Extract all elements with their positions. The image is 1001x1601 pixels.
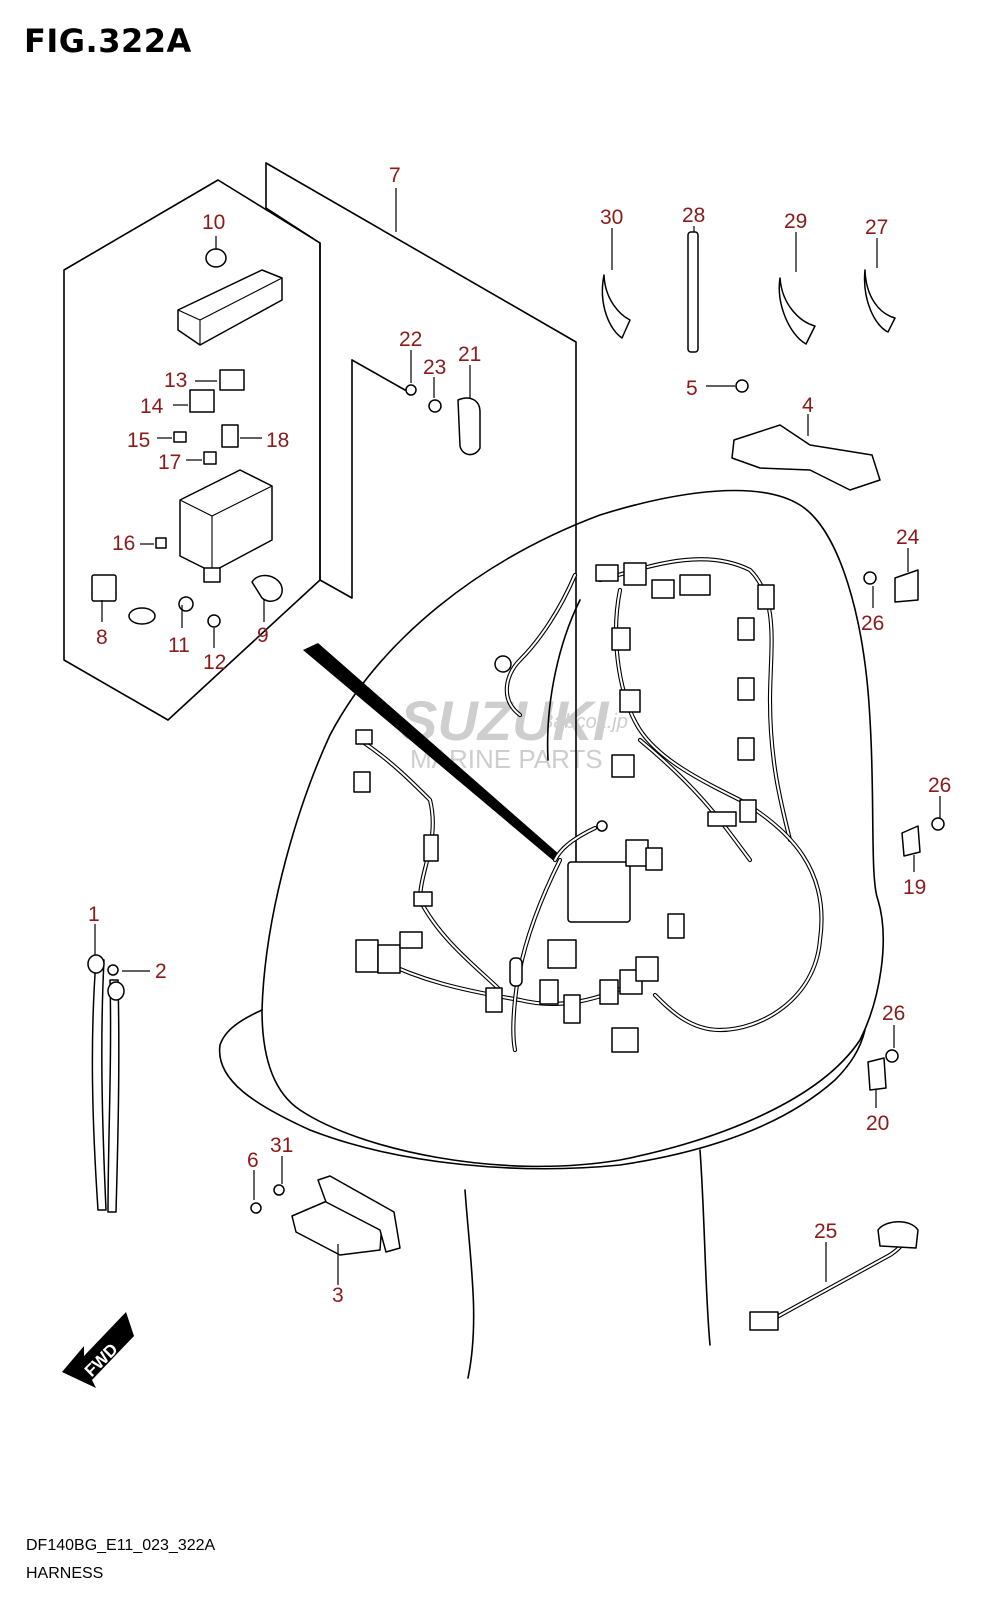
figure-title: FIG.322A [24, 22, 192, 60]
callout-27: 27 [865, 216, 888, 239]
fwd-arrow: FWD [62, 1312, 134, 1388]
harness-connectors [353, 562, 775, 1053]
engine-cover [218, 489, 884, 1379]
callout-15: 15 [127, 429, 150, 452]
callout-16: 16 [112, 532, 135, 555]
callout-3: 3 [332, 1284, 344, 1307]
callout-2: 2 [155, 960, 167, 983]
callout-14: 14 [140, 395, 164, 418]
callout-4: 4 [802, 394, 814, 417]
callout-8: 8 [96, 626, 108, 649]
callout-5: 5 [686, 377, 698, 400]
watermark: SUZUKI MARINE PARTS Babcox.jp [400, 689, 628, 774]
callout-1: 1 [88, 903, 100, 926]
callout-26b: 26 [928, 774, 951, 797]
callout-30: 30 [600, 206, 623, 229]
watermark-brand: SUZUKI [400, 689, 610, 752]
callout-7: 7 [389, 164, 401, 187]
callout-26c: 26 [882, 1002, 905, 1025]
figure-code: DF140BG_E11_023_322A [26, 1537, 216, 1554]
callout-18: 18 [266, 429, 289, 452]
fuse-box-group [91, 248, 283, 628]
callout-12: 12 [203, 651, 226, 674]
watermark-site: Babcox.jp [540, 711, 628, 733]
callout-31: 31 [270, 1134, 293, 1157]
callout-21: 21 [458, 343, 481, 366]
callout-28: 28 [682, 204, 705, 227]
figure-name: HARNESS [26, 1565, 104, 1582]
callout-20: 20 [866, 1112, 889, 1135]
callout-19: 19 [903, 876, 926, 899]
callout-9: 9 [257, 624, 269, 647]
leader-wedge [303, 643, 560, 862]
callout-25: 25 [814, 1220, 837, 1243]
callout-11: 11 [168, 634, 190, 657]
loose-parts [87, 231, 945, 1331]
callout-29: 29 [784, 210, 807, 233]
leader-lines [94, 188, 941, 1285]
callout-26a: 26 [861, 612, 884, 635]
group-bracket-lines [63, 162, 577, 873]
callout-10: 10 [202, 211, 225, 234]
callout-24: 24 [896, 526, 920, 549]
callout-23: 23 [423, 356, 446, 379]
callout-6: 6 [247, 1149, 259, 1172]
callout-13: 13 [164, 369, 187, 392]
callout-22: 22 [399, 328, 422, 351]
callout-17: 17 [158, 451, 181, 474]
callout-numbers: 1 2 3 4 5 6 7 8 9 10 11 12 13 14 15 16 1… [88, 164, 951, 1307]
